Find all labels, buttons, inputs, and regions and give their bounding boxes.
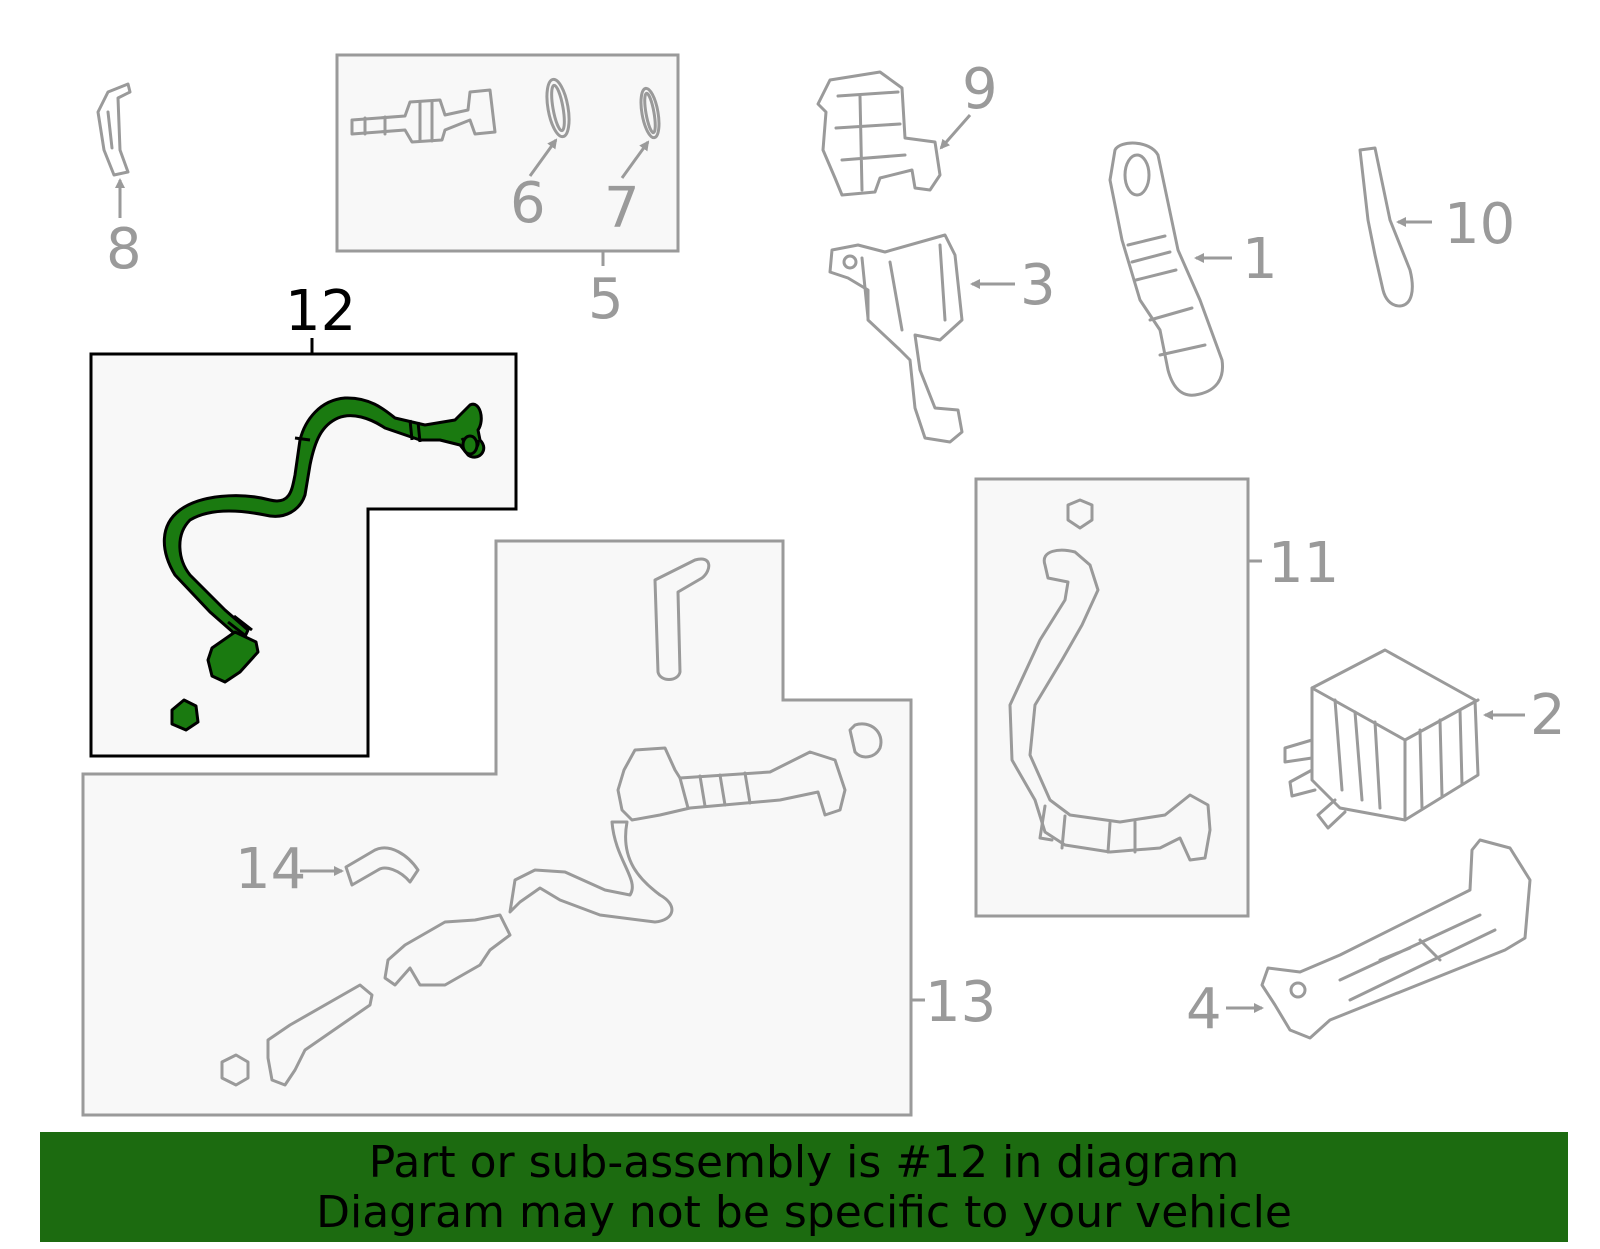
box-13[interactable] [81,539,925,1117]
purge-valve-9[interactable] [816,70,972,197]
hose-10[interactable] [1358,146,1432,308]
callout-7: 7 [604,176,640,241]
callout-8: 8 [106,217,142,282]
callout-6: 6 [510,171,546,236]
callout-10: 10 [1444,192,1515,257]
hose-assembly-11[interactable] [1008,498,1212,862]
callout-9: 9 [962,57,998,122]
banner-line-disclaimer: Diagram may not be specific to your vehi… [316,1187,1292,1238]
tube-1[interactable] [1108,141,1232,397]
clip-8[interactable] [96,82,132,218]
box-12[interactable] [89,338,518,758]
o-ring-6[interactable] [528,77,573,177]
bracket-3[interactable] [828,233,1015,444]
callout-4: 4 [1186,977,1222,1042]
banner-line-part-number: Part or sub-assembly is #12 in diagram [368,1137,1240,1188]
o-ring-7[interactable] [620,86,662,179]
callout-14: 14 [235,837,306,902]
callout-2: 2 [1530,683,1566,748]
callout-13: 13 [925,970,996,1035]
callout-5: 5 [588,267,624,332]
callout-12: 12 [285,279,356,344]
callout-1: 1 [1242,227,1278,292]
info-banner: Part or sub-assembly is #12 in diagram D… [40,1132,1568,1242]
callout-3: 3 [1020,253,1056,318]
hose-assembly-13[interactable] [220,557,883,1087]
callout-11: 11 [1268,531,1339,596]
box-11[interactable] [974,477,1262,918]
canister-2[interactable] [1283,648,1525,830]
tray-4[interactable] [1226,838,1532,1040]
box-5[interactable] [335,53,680,266]
hose-12-highlighted[interactable] [162,396,486,732]
sensor-part[interactable] [350,88,497,144]
